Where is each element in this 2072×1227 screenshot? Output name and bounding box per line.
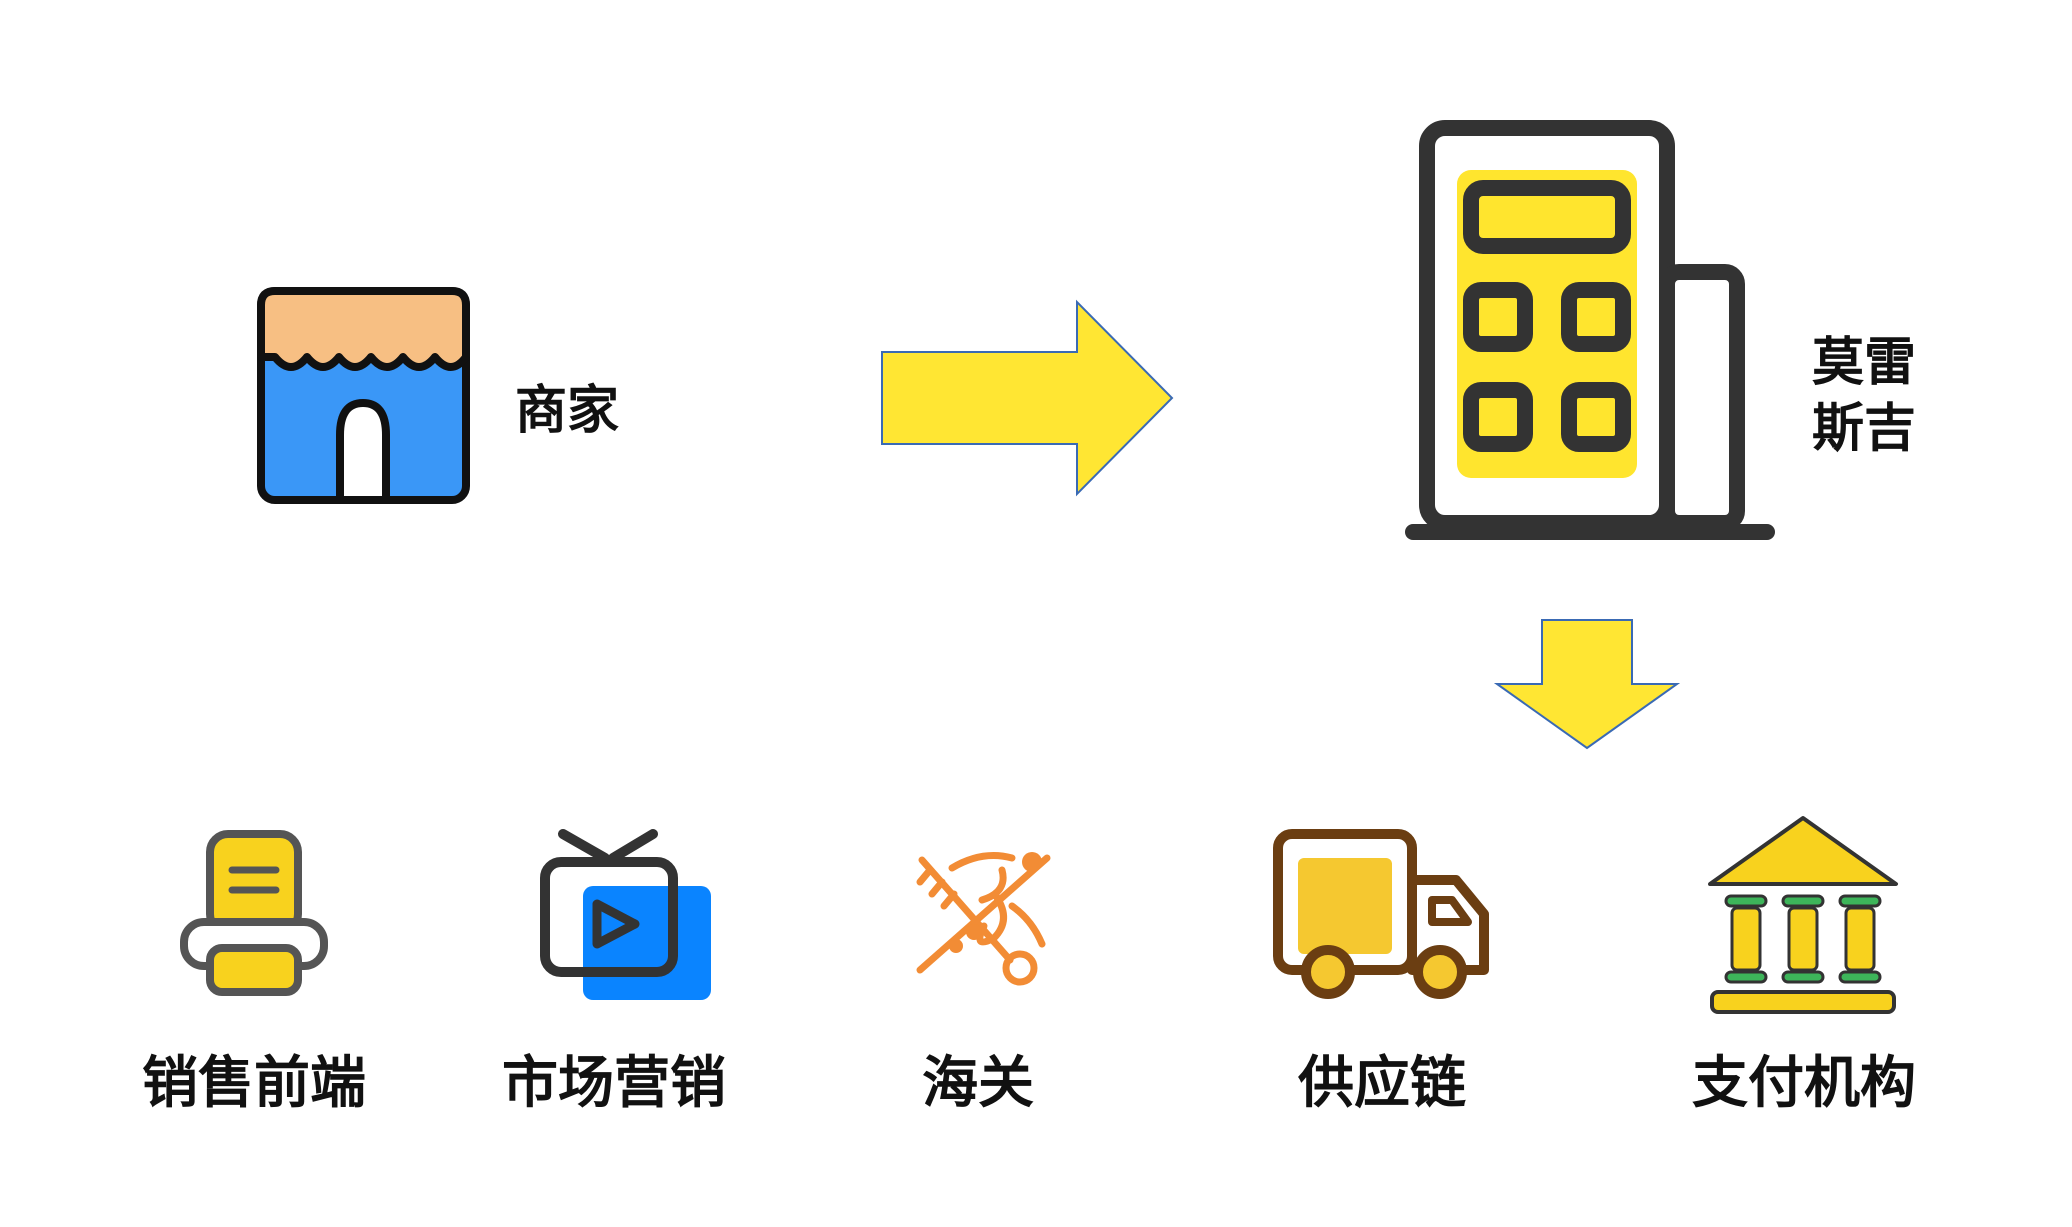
company-label-line2: 斯吉: [1812, 399, 1917, 459]
company-label: 莫雷 斯吉: [1812, 330, 1916, 462]
customs-caduceus-key-icon: [916, 852, 1051, 986]
service-label-customs: 海关: [922, 1051, 1034, 1116]
bank-building-icon: [1708, 816, 1898, 1014]
service-label-payment-institution: 支付机构: [1692, 1051, 1916, 1116]
tv-play-icon: [540, 829, 711, 1000]
service-label-marketing: 市场营销: [502, 1051, 726, 1116]
company-label-line1: 莫雷: [1812, 333, 1917, 393]
service-label-sales-frontend: 销售前端: [142, 1051, 366, 1116]
printer-icon: [180, 830, 328, 996]
service-label-supply-chain: 供应链: [1298, 1051, 1466, 1116]
office-building-icon: [1405, 120, 1775, 540]
delivery-truck-icon: [1273, 829, 1489, 999]
merchant-label: 商家: [515, 381, 620, 441]
arrow-right: [881, 299, 1174, 497]
storefront-icon: [257, 287, 470, 504]
arrow-down: [1493, 619, 1681, 750]
